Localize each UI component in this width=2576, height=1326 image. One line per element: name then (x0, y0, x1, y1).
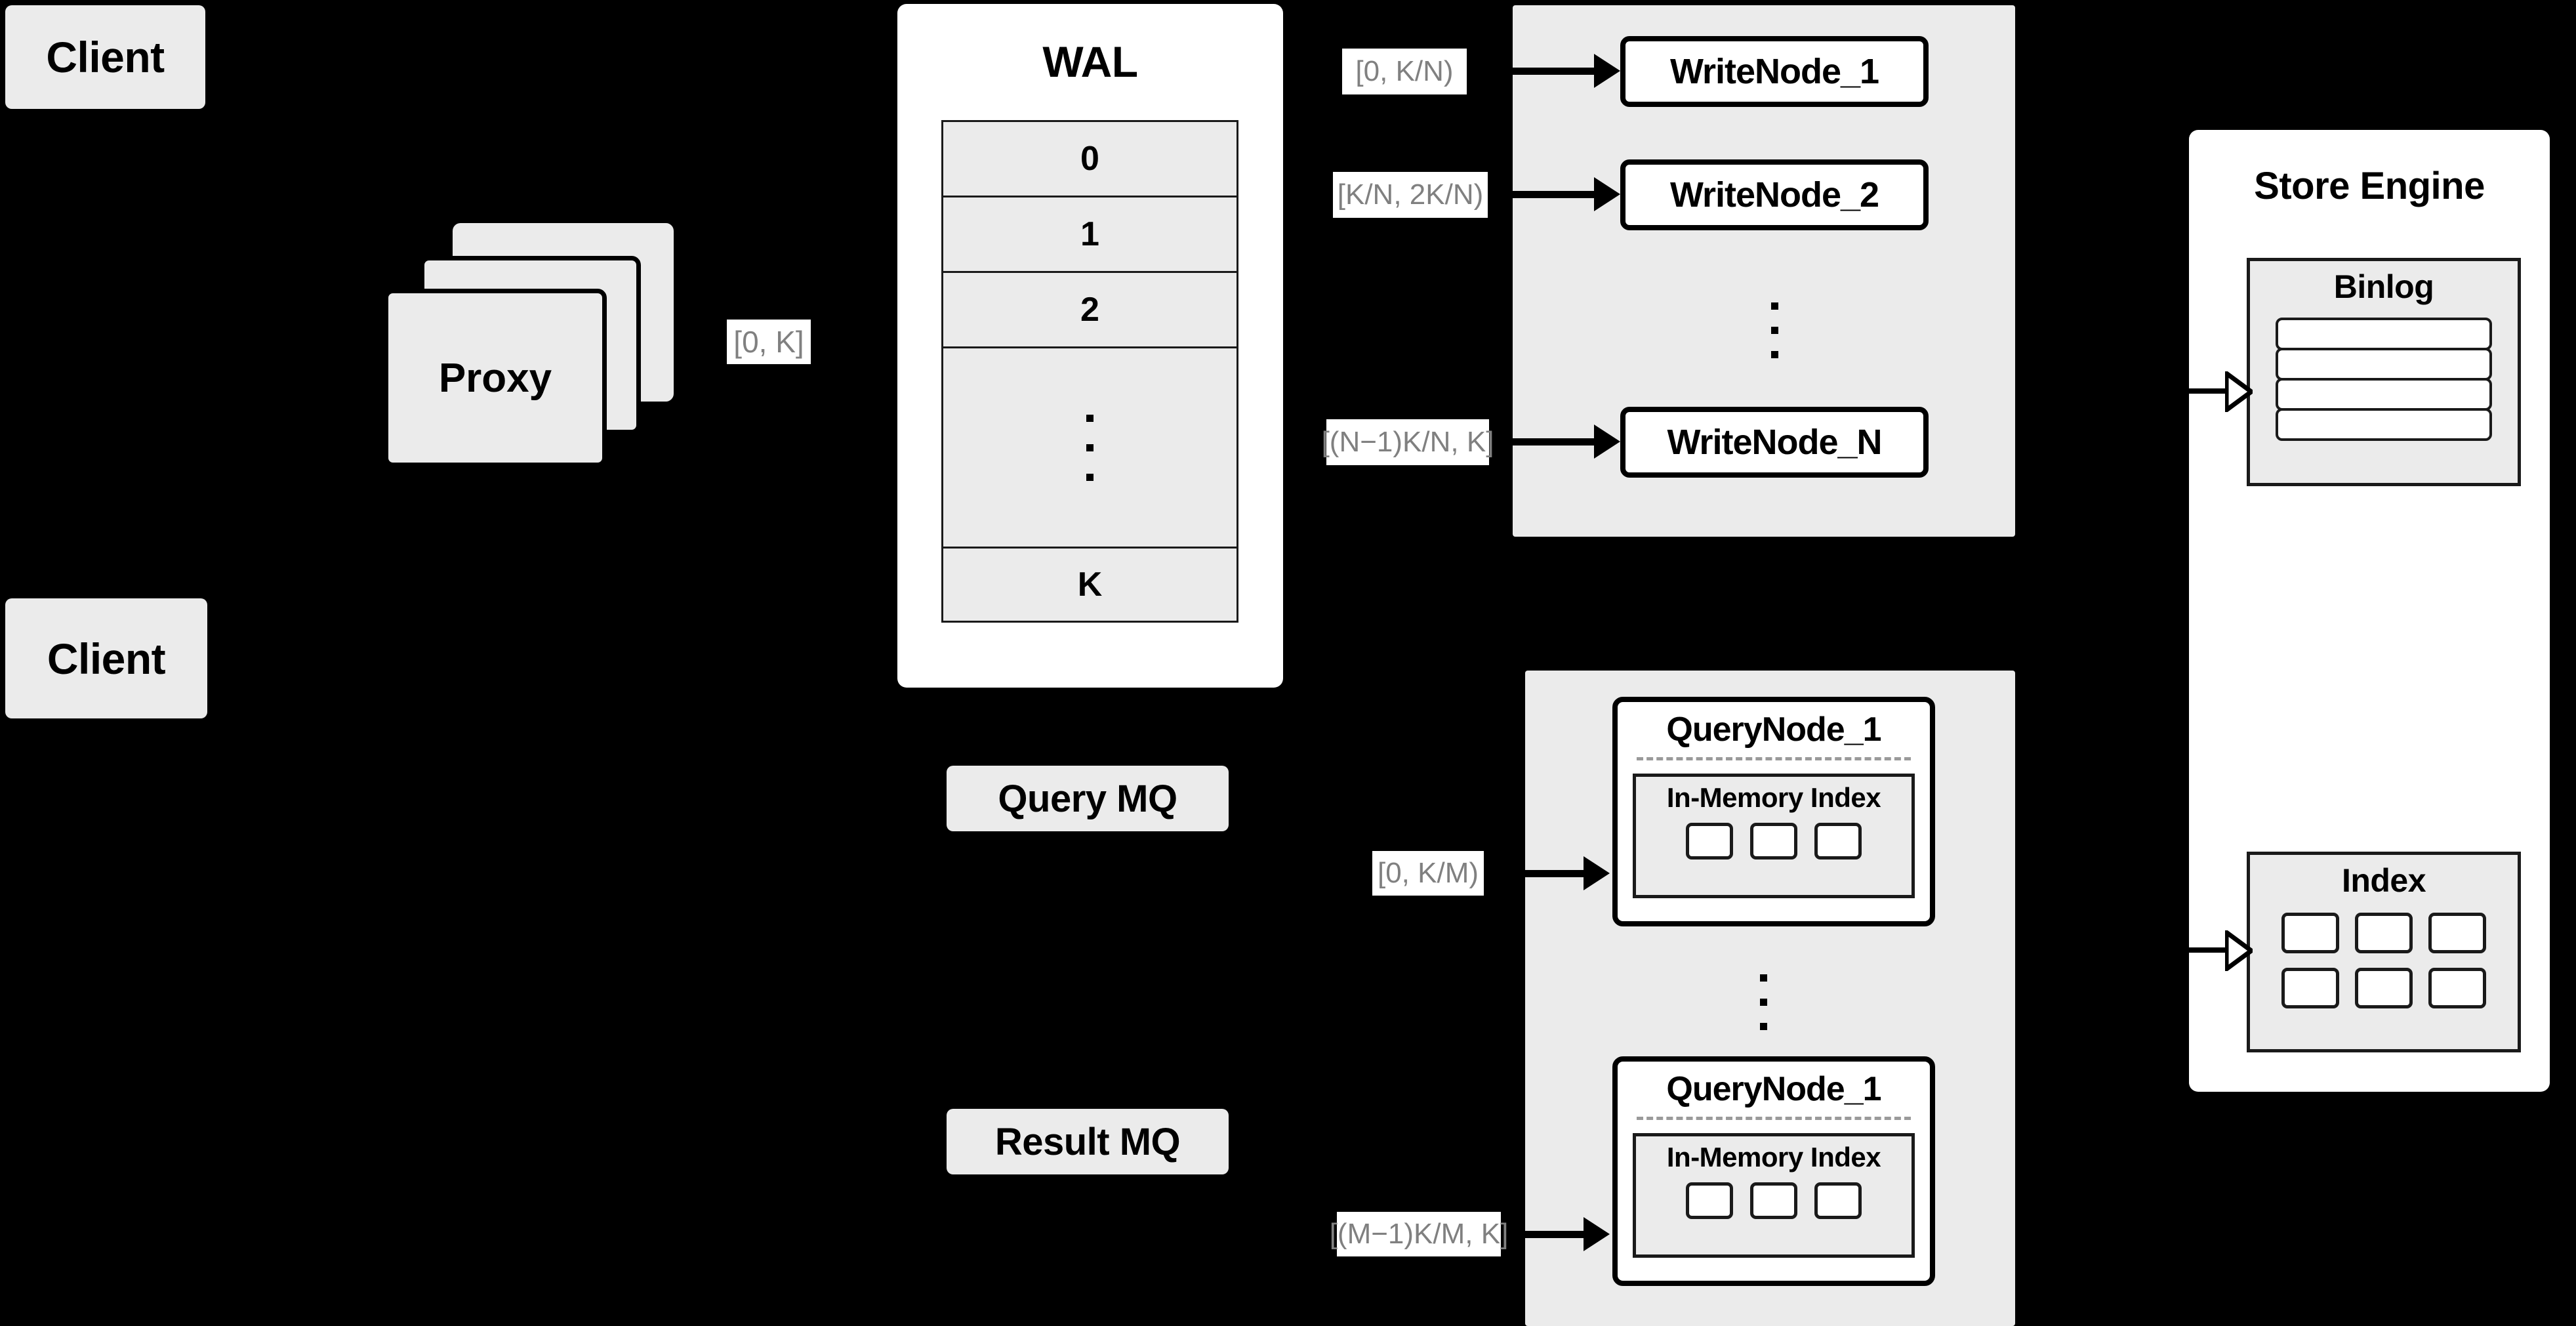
client-node-1[interactable]: Client (5, 5, 205, 109)
query-node-m-title: QueryNode_1 (1666, 1070, 1881, 1108)
index-cell (2355, 913, 2413, 953)
wal-row-2: 2 (941, 271, 1238, 346)
write-node-1-label: WriteNode_1 (1669, 52, 1879, 91)
wal-row-ellipsis (941, 346, 1238, 547)
index-cells-grid (2272, 913, 2495, 1008)
index-box: Index (2247, 852, 2521, 1052)
write-node-n-label: WriteNode_N (1667, 423, 1882, 462)
query-node-1-divider (1636, 757, 1912, 760)
binlog-bars (2276, 318, 2492, 441)
client-node-2[interactable]: Client (5, 598, 207, 718)
wal-title: WAL (1042, 37, 1138, 86)
ellipsis-dot (1770, 326, 1778, 334)
arrow-head-write-n (1594, 425, 1620, 459)
arrow-head-write-2 (1594, 177, 1620, 211)
edge-label-write-2: [K/N, 2K/N) (1333, 172, 1488, 218)
ellipsis-dot (1086, 414, 1094, 422)
write-node-n[interactable]: WriteNode_N (1620, 407, 1929, 478)
index-cell (1750, 823, 1797, 860)
edge-label-write-1: [0, K/N) (1342, 49, 1467, 94)
result-mq-node[interactable]: Result MQ (947, 1109, 1229, 1174)
ellipsis-dot (1770, 350, 1778, 358)
binlog-title: Binlog (2333, 268, 2434, 305)
arrow-line-query-m (1501, 1231, 1589, 1238)
write-group-ellipsis (1765, 274, 1784, 386)
in-memory-index-m: In-Memory Index (1633, 1133, 1915, 1258)
index-cell (1686, 823, 1733, 860)
in-memory-index-1-cells (1686, 823, 1862, 860)
ellipsis-dot (1770, 302, 1778, 310)
edge-label-write-n: [(N−1)K/N, K] (1322, 419, 1494, 465)
client-label-1: Client (46, 33, 165, 81)
arrow-head-query-m (1584, 1217, 1610, 1251)
arrow-head-write-1 (1594, 54, 1620, 88)
query-mq-node[interactable]: Query MQ (947, 766, 1229, 831)
binlog-bar (2276, 408, 2492, 441)
result-mq-label: Result MQ (994, 1120, 1181, 1163)
ellipsis-dot (1759, 998, 1767, 1006)
ellipsis-dot (1086, 444, 1094, 451)
client-label-2: Client (47, 634, 166, 683)
index-cell (1686, 1182, 1733, 1219)
wal-row-1: 1 (941, 196, 1238, 271)
query-group-ellipsis (1753, 946, 1773, 1058)
index-title: Index (2341, 862, 2426, 899)
arrow-head-binlog-open (2225, 371, 2253, 412)
wal-row-0: 0 (941, 120, 1238, 196)
edge-label-proxy-to-wal: [0, K] (727, 320, 811, 364)
binlog-bar (2276, 348, 2492, 381)
arrow-line-index (2188, 947, 2228, 953)
wal-table: 0 1 2 K (941, 120, 1238, 624)
ellipsis-dot (1759, 974, 1767, 982)
binlog-box: Binlog (2247, 258, 2521, 486)
index-cell (2281, 913, 2339, 953)
binlog-bar (2276, 318, 2492, 350)
query-node-1[interactable]: QueryNode_1 In-Memory Index (1612, 697, 1935, 926)
index-cell (2428, 913, 2486, 953)
query-mq-label: Query MQ (998, 777, 1177, 820)
arrow-line-write-1 (1462, 68, 1599, 75)
arrow-line-write-n (1484, 438, 1599, 445)
arrow-line-query-1 (1481, 870, 1589, 877)
in-memory-index-1-title: In-Memory Index (1666, 782, 1881, 813)
query-node-m-divider (1636, 1117, 1912, 1120)
index-cell (1814, 1182, 1862, 1219)
arrow-line-binlog (2188, 388, 2228, 394)
query-node-m[interactable]: QueryNode_1 In-Memory Index (1612, 1056, 1935, 1286)
query-node-1-title: QueryNode_1 (1666, 711, 1881, 749)
store-engine-title: Store Engine (2254, 165, 2485, 207)
index-cell (2428, 968, 2486, 1008)
binlog-bar (2276, 378, 2492, 411)
write-node-2[interactable]: WriteNode_2 (1620, 159, 1929, 230)
ellipsis-dot (1759, 1022, 1767, 1030)
write-node-1[interactable]: WriteNode_1 (1620, 36, 1929, 107)
in-memory-index-m-title: In-Memory Index (1666, 1142, 1881, 1172)
arrow-line-write-2 (1484, 191, 1599, 198)
in-memory-index-m-cells (1686, 1182, 1862, 1219)
index-cell (2281, 968, 2339, 1008)
edge-label-query-m: [(M−1)K/M, K] (1330, 1212, 1508, 1256)
arrow-head-query-1 (1584, 856, 1610, 890)
edge-label-query-1: [0, K/M) (1372, 851, 1484, 896)
wal-row-k: K (941, 547, 1238, 623)
write-node-2-label: WriteNode_2 (1669, 175, 1879, 215)
proxy-label: Proxy (438, 355, 552, 401)
index-cell (2355, 968, 2413, 1008)
in-memory-index-1: In-Memory Index (1633, 774, 1915, 898)
ellipsis-dot (1086, 473, 1094, 481)
proxy-node[interactable]: Proxy (384, 289, 607, 467)
index-cell (1750, 1182, 1797, 1219)
arrow-head-index-open (2225, 930, 2253, 971)
index-cell (1814, 823, 1862, 860)
